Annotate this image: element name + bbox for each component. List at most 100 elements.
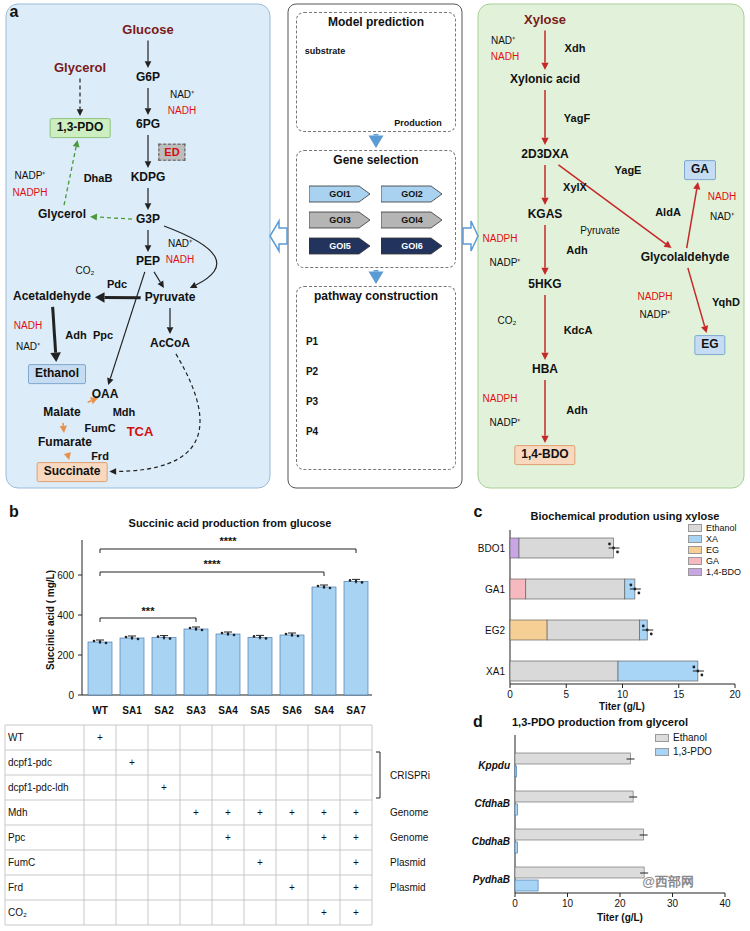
bar [344, 581, 368, 695]
error-bar [288, 633, 296, 634]
axis-tick: 20 [614, 898, 625, 909]
cofactor: NADH [14, 320, 42, 331]
product-box: 1,4-BDO [514, 445, 575, 465]
pathway-arrow [79, 78, 80, 109]
data-dot [317, 585, 320, 588]
axis-title: Titer (g/L) [599, 701, 645, 712]
cofactor: NAD⁺ [170, 89, 194, 100]
gene-arrow: GOI2 [381, 185, 443, 203]
gene-arrow: GOI4 [381, 211, 443, 229]
cofactor: NADH [166, 254, 194, 265]
axis-line [515, 893, 516, 897]
cofactor: NADPH [12, 187, 47, 198]
cycle-name: TCA [127, 425, 154, 439]
axis-line [735, 684, 736, 688]
error-bar [356, 579, 357, 583]
axis-tick: 0 [68, 690, 74, 701]
table-grid [5, 725, 6, 925]
cofactor: NADP⁺ [490, 417, 521, 428]
pathway-arrow [67, 452, 69, 454]
table-cell: + [193, 807, 199, 818]
significance-bracket [100, 618, 101, 622]
gene-arrow-outline [381, 238, 442, 254]
stage-box: pathway construction [296, 286, 456, 470]
network-label: substrate [305, 47, 346, 57]
table-cell: + [257, 807, 263, 818]
table-cell: dcpf1-pdc-ldh [8, 782, 69, 793]
product-box: Succinate [37, 462, 108, 482]
enzyme-name: Xdh [565, 42, 586, 54]
axis-tick: SA4 [314, 705, 333, 716]
bar [515, 804, 518, 815]
pathway-arrow [147, 188, 148, 203]
axis-tick: 5 [563, 689, 569, 700]
table-grid [5, 900, 372, 901]
table-grid [212, 725, 213, 925]
node-text: KDPG [131, 170, 166, 184]
table-cell: + [129, 757, 135, 768]
significance-mark: *** [142, 605, 155, 617]
axis-category: CbdhaB [472, 836, 510, 847]
metabolite: AcCoA [148, 336, 192, 352]
significance-bracket [356, 549, 357, 553]
significance-mark: **** [219, 535, 236, 547]
pathway-arrow [147, 88, 148, 108]
legend-text: 1,4-BDO [706, 568, 741, 577]
table-grid [116, 725, 117, 925]
table-cell: + [353, 832, 359, 843]
metabolite: Acetaldehyde [11, 289, 93, 305]
axis-tick: WT [92, 705, 108, 716]
node-text: GOI3 [329, 215, 351, 225]
gene-arrow: GOI5 [309, 237, 371, 255]
node-text: 6PG [136, 117, 160, 131]
gene-arrow-outline [309, 186, 370, 202]
table-grid [5, 875, 372, 876]
stage-box: Gene selectionGOI1GOI2GOI3GOI4GOI5GOI6 [296, 150, 456, 268]
node-text: Pyruvate [145, 290, 196, 304]
axis-category: PydhaB [473, 874, 510, 885]
pathway-arrow [688, 268, 705, 326]
table-cell: + [321, 832, 327, 843]
metabolite: G6P [134, 70, 162, 86]
error-bar [196, 627, 197, 631]
pathway-label: P1 [306, 336, 318, 347]
panel-letter: d [473, 713, 483, 731]
table-grid [180, 725, 181, 925]
axis-tick: SA1 [122, 705, 141, 716]
data-dot [323, 586, 326, 589]
left-panel [6, 4, 270, 488]
node-text: Glucose [122, 22, 173, 37]
table-grid [5, 925, 372, 926]
gene-arrow-outline [381, 186, 442, 202]
table-cell: + [289, 807, 295, 818]
axis-tick: SA3 [186, 705, 205, 716]
table-grid [276, 725, 277, 925]
table-cell: + [321, 807, 327, 818]
table-cell: Ppc [8, 832, 25, 843]
significance-bracket [100, 618, 196, 619]
cofactor: NAD⁺ [491, 35, 515, 46]
data-dot [201, 629, 204, 632]
table-grid [5, 725, 372, 726]
axis-tick: BDO1 [478, 543, 505, 554]
node-text: PEP [136, 254, 160, 268]
table-cell: CRISPRi [390, 770, 430, 781]
pathway-arrow [374, 134, 379, 136]
metabolite: 2D3DXA [519, 147, 570, 163]
node-text: GOI5 [329, 241, 351, 251]
pathway-arrow [687, 189, 697, 248]
enzyme-name: Adh [65, 329, 86, 341]
table-grid [5, 800, 372, 801]
pathway-arrow [147, 40, 148, 61]
cofactor: NAD⁺ [710, 211, 734, 222]
metabolite: PEP [134, 254, 162, 270]
table-cell: + [353, 857, 359, 868]
node-text: G6P [136, 70, 160, 84]
axis-line [566, 684, 567, 688]
cofactor: NADPH [482, 393, 517, 404]
product-box: 1,3-PDO [50, 118, 111, 138]
panel-letter: c [474, 503, 483, 521]
pathway-arrow [105, 296, 141, 299]
metabolite: Glycolaldehyde [639, 250, 732, 266]
chart-title: Succinic acid production from glucose [129, 517, 332, 529]
